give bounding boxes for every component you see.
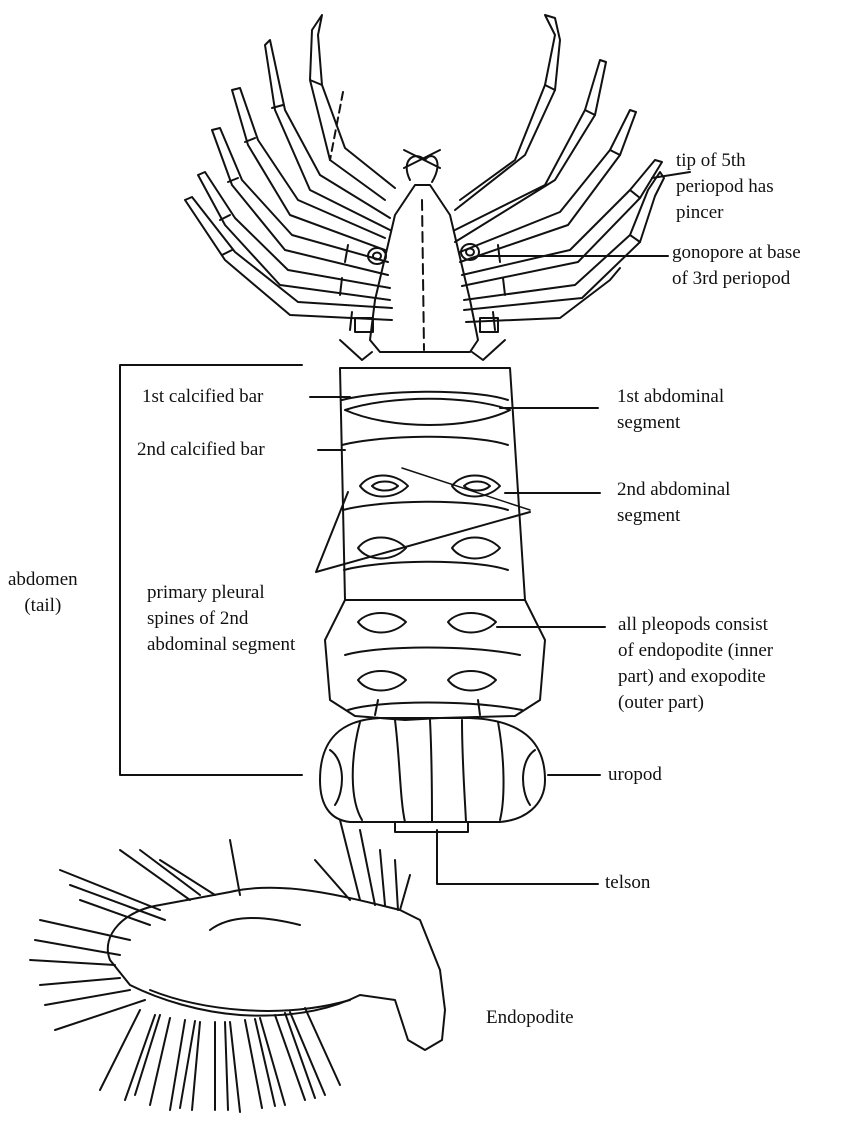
label-telson: telson [605,870,650,896]
endopodite-drawing [30,820,445,1112]
label-pleopods: all pleopods consist of endopodite (inne… [618,612,773,716]
left-legs [185,15,395,332]
abdomen-bracket [120,365,302,775]
label-calcified-bar-1: 1st calcified bar [142,384,263,410]
label-calcified-bar-2: 2nd calcified bar [137,437,265,463]
label-tip-5th-periopod: tip of 5th periopod has pincer [676,148,774,226]
leader-pleural-spines [316,492,530,572]
label-abdominal-segment-2: 2nd abdominal segment [617,477,730,529]
leader-telson [437,830,598,884]
label-gonopore: gonopore at base of 3rd periopod [672,240,801,292]
label-abdominal-segment-1: 1st abdominal segment [617,384,724,436]
abdomen-segments [325,368,545,720]
label-pleural-spines: primary pleural spines of 2nd abdominal … [147,580,295,658]
tail-fan [320,700,545,832]
leader-lines [120,172,690,884]
label-uropod: uropod [608,762,662,788]
right-legs [455,15,664,332]
label-abdomen: abdomen (tail) [8,567,78,619]
label-endopodite: Endopodite [486,1005,574,1031]
